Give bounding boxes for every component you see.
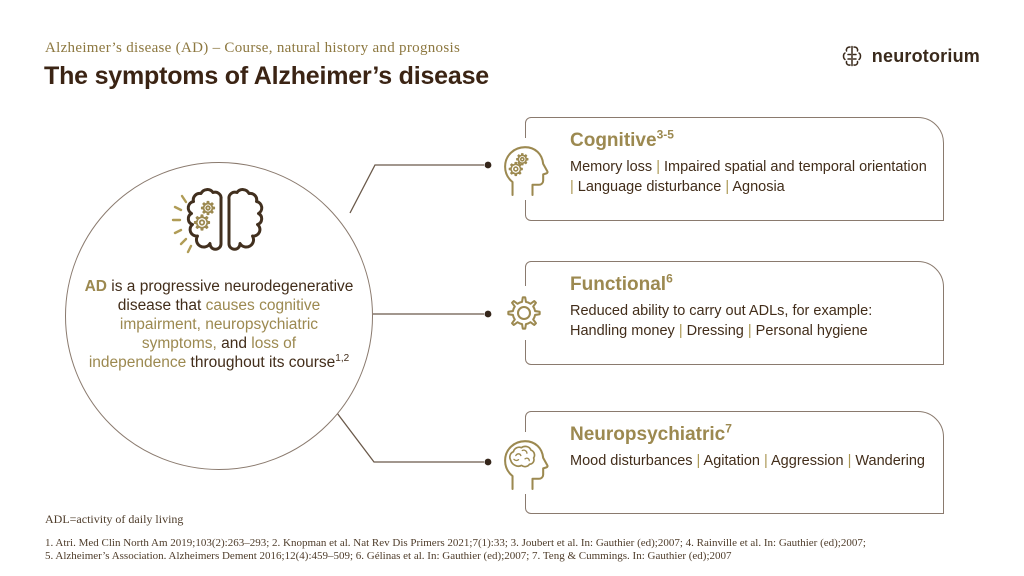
page-title: The symptoms of Alzheimer’s disease: [44, 62, 490, 90]
references: 1. Atri. Med Clin North Am 2019;103(2):2…: [45, 537, 866, 563]
functional-symptoms-card: Functional6 Reduced ability to carry out…: [497, 261, 944, 365]
references-line-2: 5. Alzheimer’s Association. Alzheimers D…: [45, 550, 732, 562]
connector-dot: [484, 161, 492, 169]
connector-dot: [484, 458, 492, 466]
references-line-1: 1. Atri. Med Clin North Am 2019;103(2):2…: [45, 537, 866, 549]
card-title: Functional6: [570, 271, 673, 295]
card-body: Memory loss | Impaired spatial and tempo…: [570, 159, 927, 195]
head-gears-icon: [497, 138, 555, 200]
connector-top: [349, 164, 484, 214]
gear-icon: [497, 286, 551, 340]
neurotorium-logo: neurotorium: [838, 42, 980, 70]
card-lead: Reduced ability to carry out ADLs, for e…: [570, 303, 873, 319]
gears-in-brain-icon: [193, 200, 216, 231]
logo-text: neurotorium: [871, 45, 980, 66]
split-brain-gears-icon: [171, 188, 264, 254]
cognitive-symptoms-card: Cognitive3-5 Memory loss | Impaired spat…: [497, 117, 944, 221]
connector-bottom: [336, 412, 484, 463]
neuropsychiatric-symptoms-card: Neuropsychiatric7 Mood disturbances | Ag…: [497, 411, 944, 514]
card-items: Handling money | Dressing | Personal hyg…: [570, 323, 868, 339]
abbreviation-footnote: ADL=activity of daily living: [45, 512, 184, 526]
connector-dot: [484, 310, 492, 318]
brain-brackets-icon: [842, 45, 862, 67]
spark-dashes-icon: [171, 194, 193, 254]
slide-eyebrow: Alzheimer’s disease (AD) – Course, natur…: [45, 40, 461, 56]
card-title: Neuropsychiatric7: [570, 421, 732, 445]
card-body: Mood disturbances | Agitation | Aggressi…: [570, 453, 925, 469]
card-body: Reduced ability to carry out ADLs, for e…: [570, 301, 927, 341]
card-title: Cognitive3-5: [570, 127, 674, 151]
head-brain-icon: [497, 431, 555, 494]
